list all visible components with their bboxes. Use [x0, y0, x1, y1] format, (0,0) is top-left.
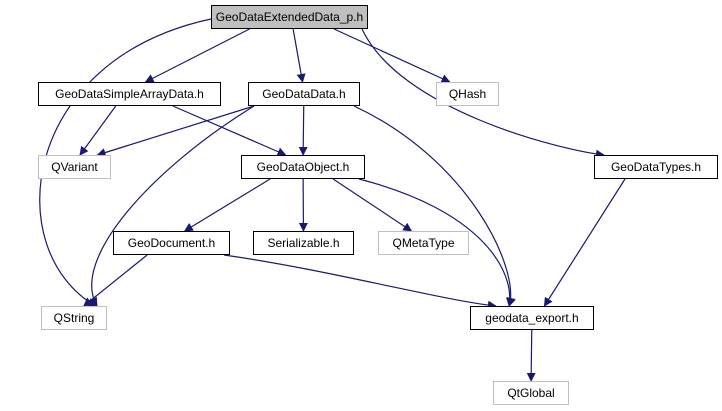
edge-n2-to-n11 [353, 105, 516, 307]
edge-n6-to-n11 [543, 178, 626, 307]
node-qtglobal: QtGlobal [493, 381, 569, 405]
node-geodataobject-h[interactable]: GeoDataObject.h [241, 155, 365, 179]
node-geodatadata-h[interactable]: GeoDataData.h [248, 82, 360, 106]
node-qvariant: QVariant [38, 155, 111, 179]
edge-n7-to-n10 [83, 254, 148, 307]
edge-n5-to-n9 [332, 178, 413, 232]
edge-n2-to-n5 [298, 105, 308, 156]
edge-n2-to-n10 [89, 105, 255, 307]
edge-n11-to-n12 [526, 329, 536, 382]
node-qhash: QHash [436, 82, 499, 106]
edge-n5-to-n11 [358, 178, 515, 307]
edge-n5-to-n7 [183, 178, 271, 232]
node-geodatatypes-h[interactable]: GeoDataTypes.h [594, 155, 718, 179]
edge-n0-to-n6 [361, 28, 605, 159]
node-qstring: QString [41, 306, 107, 330]
edge-n1-to-n5 [172, 105, 287, 156]
node-geodata-export-h[interactable]: geodata_export.h [470, 306, 594, 330]
edge-n7-to-n11 [223, 254, 497, 310]
node-geodatasimplearraydata-h[interactable]: GeoDataSimpleArrayData.h [38, 82, 221, 106]
node-geodataextendeddata-p-h[interactable]: GeoDataExtendedData_p.h [211, 5, 368, 29]
edge-n0-to-n2 [292, 28, 306, 83]
edge-n1-to-n4 [79, 105, 117, 156]
node-serializable-h[interactable]: Serializable.h [253, 231, 354, 255]
edge-n2-to-n4 [96, 105, 255, 157]
edge-n0-to-n3 [333, 28, 451, 83]
edge-n0-to-n1 [144, 28, 250, 83]
node-geodocument-h[interactable]: GeoDocument.h [113, 231, 230, 255]
node-qmetatype: QMetaType [378, 231, 469, 255]
